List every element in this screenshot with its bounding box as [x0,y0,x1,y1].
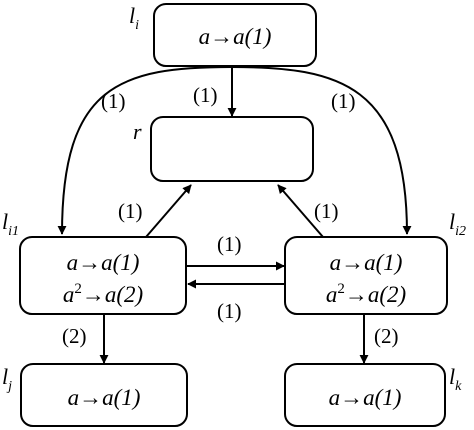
label-li2-to-r: (1) [314,199,339,223]
neuron-r-label: r [133,119,142,144]
label-li2-to-li1: (1) [217,299,242,323]
neuron-li2-rule-2: a2→a(2) [326,281,406,307]
neuron-li1-rule-2: a2→a(2) [63,281,143,307]
neuron-lk-rule-1: a→a(1) [329,385,402,410]
neuron-li-rule-1: a→a(1) [199,24,272,49]
neuron-lj: lj a→a(1) [2,363,188,427]
label-li1-to-lj: (2) [62,324,87,348]
label-li-to-r: (1) [193,83,218,107]
label-li1-to-r: (1) [118,199,143,223]
neuron-li: li a→a(1) [129,3,317,67]
edge-li-to-li2 [231,66,412,235]
neuron-lj-rule-1: a→a(1) [68,385,141,410]
edge-li1-to-r [145,184,192,238]
neuron-lk: lk a→a(1) [284,363,462,427]
label-li-to-li2: (1) [331,89,356,113]
neuron-li2-rule-1: a→a(1) [330,250,403,275]
neuron-li1: li1 a→a(1) a2→a(2) [2,209,187,315]
edge-labels: (1) (1) (1) (1) (1) (1) (1) (2) (2) [62,83,399,348]
label-li2-to-lk: (2) [374,324,399,348]
edge-li2-to-r [277,184,324,238]
edges [57,66,412,364]
edge-li-to-li1 [57,66,233,235]
neuron-li2: li2 a→a(1) a2→a(2) [284,209,466,315]
neuron-r: r [133,116,314,182]
neuron-li-label: li [129,3,139,33]
neuron-lj-label: lj [2,364,12,394]
neuron-li2-label: li2 [449,209,466,239]
label-li-to-li1: (1) [101,89,126,113]
label-li1-to-li2: (1) [217,232,242,256]
neuron-lk-label: lk [449,364,462,394]
neuron-li1-rule-1: a→a(1) [67,250,140,275]
neuron-li1-label: li1 [2,209,19,239]
